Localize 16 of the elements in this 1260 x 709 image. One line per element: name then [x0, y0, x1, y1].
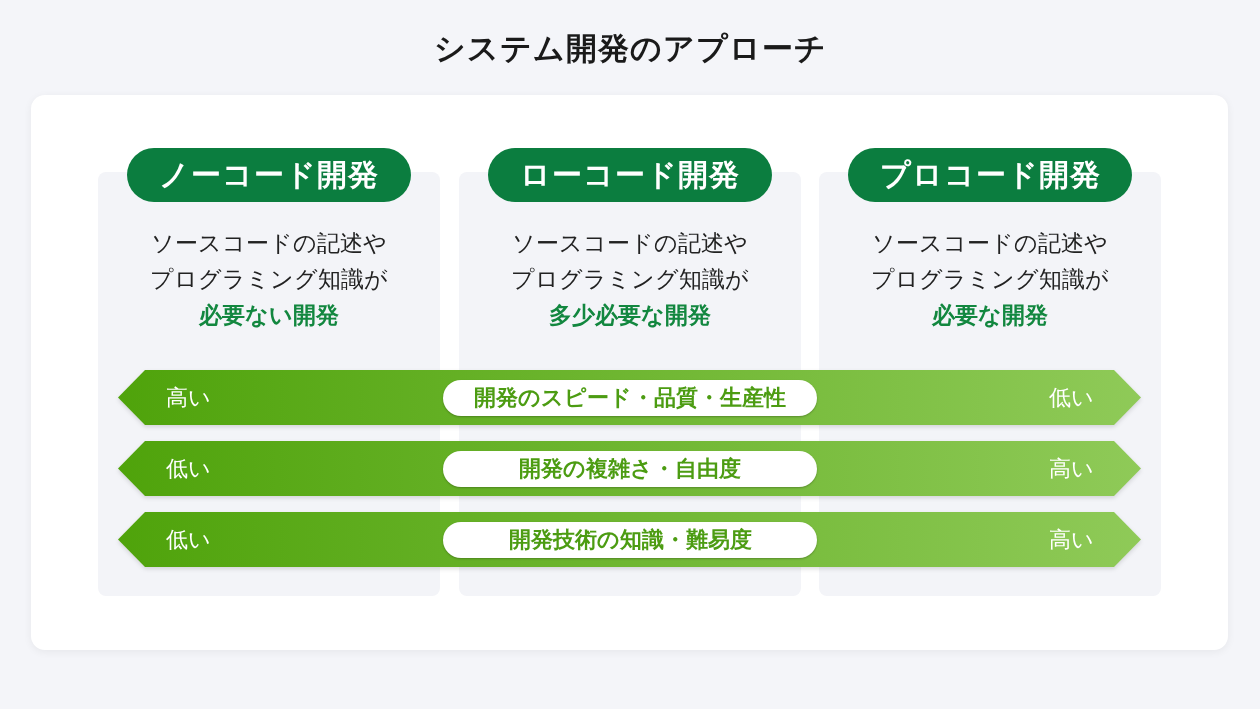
description-text: ソースコードの記述やプログラミング知識が多少必要な開発 [511, 229, 749, 330]
scale-end-label: 低い [166, 526, 211, 554]
heading-pill: ローコード開発 [488, 148, 772, 202]
label-pill: 開発技術の知識・難易度 [443, 522, 817, 558]
description-text: ソースコードの記述やプログラミング知識が必要な開発 [871, 229, 1109, 330]
scale-end-label: 低い [1049, 384, 1094, 412]
title: システム開発のアプローチ [432, 29, 828, 68]
scale-end-label: 高い [166, 384, 211, 412]
label-pill: 開発のスピード・品質・生産性 [443, 380, 817, 416]
heading-pill: ノーコード開発 [127, 148, 411, 202]
heading-pill: プロコード開発 [848, 148, 1132, 202]
scale-end-label: 高い [1049, 526, 1094, 554]
label-pill: 開発の複雑さ・自由度 [443, 451, 817, 487]
scale-end-label: 高い [1049, 455, 1094, 483]
scale-end-label: 低い [166, 455, 211, 483]
description-text: ソースコードの記述やプログラミング知識が必要ない開発 [150, 229, 388, 330]
